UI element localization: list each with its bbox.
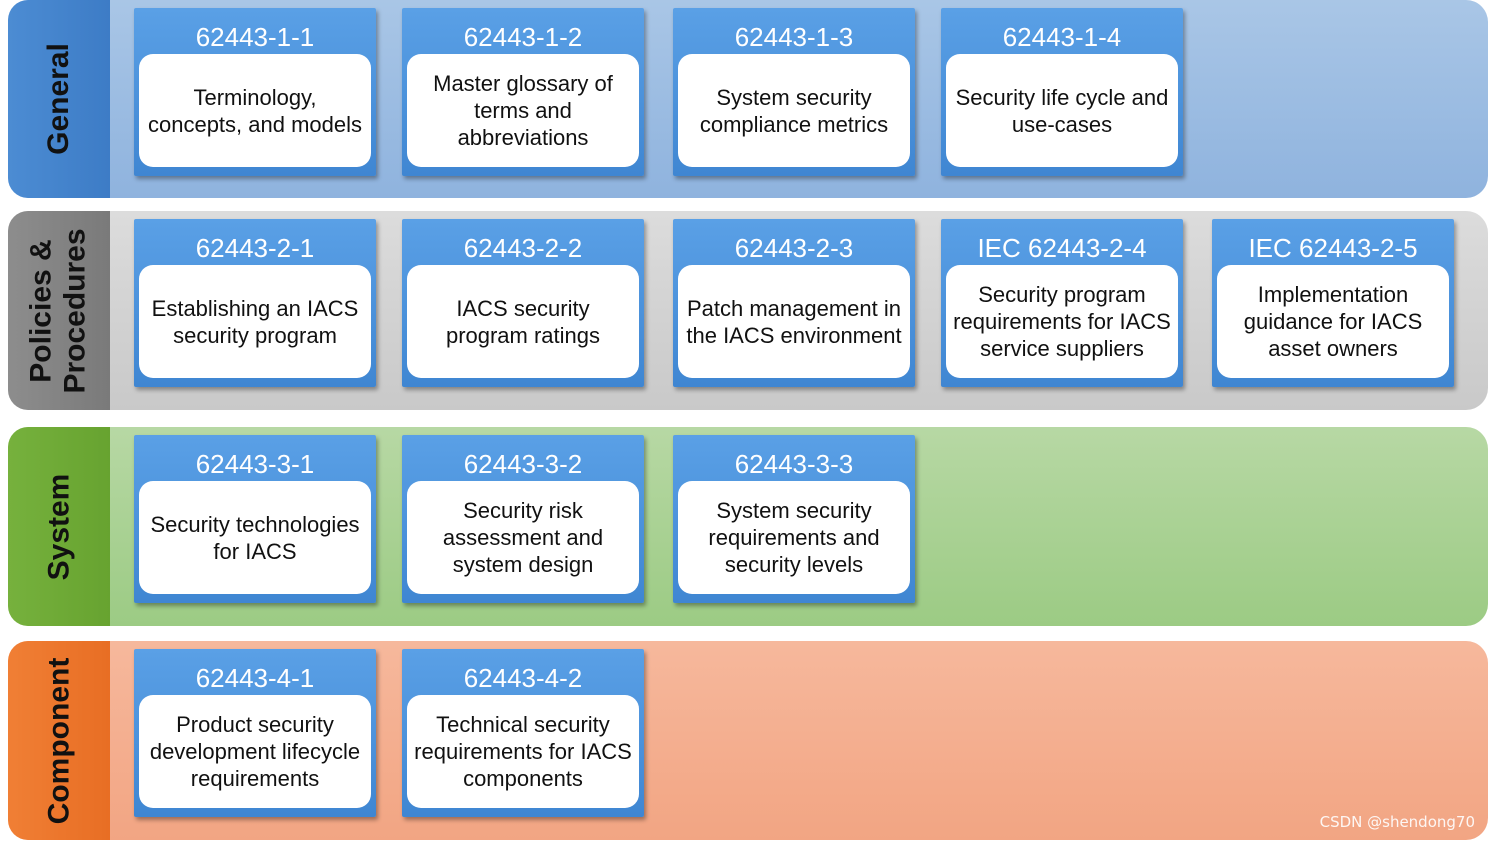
card-62443-4-1: 62443-4-1 Product security development l… — [134, 649, 376, 817]
card-title: IEC 62443-2-4 — [977, 233, 1147, 263]
card-title: 62443-3-1 — [195, 449, 315, 479]
card-description: IACS security program ratings — [407, 265, 639, 378]
card-description: Security life cycle and use-cases — [946, 54, 1178, 167]
card-title: 62443-3-3 — [734, 449, 854, 479]
card-62443-2-2: 62443-2-2 IACS security program ratings — [402, 219, 644, 387]
card-title: 62443-1-1 — [195, 22, 315, 52]
card-description: Terminology, concepts, and models — [139, 54, 371, 167]
card-62443-1-1: 62443-1-1 Terminology, concepts, and mod… — [134, 8, 376, 176]
row-label-line-2: Procedures — [59, 227, 93, 394]
row-label-system: System — [42, 473, 76, 580]
card-title: 62443-2-1 — [195, 233, 315, 263]
row-label-component: Component — [42, 657, 76, 824]
row-system: System 62443-3-1 Security technologies f… — [8, 427, 1488, 626]
card-62443-4-2: 62443-4-2 Technical security requirement… — [402, 649, 644, 817]
card-title: 62443-4-1 — [195, 663, 315, 693]
card-description: System security requirements and securit… — [678, 481, 910, 594]
tab-policies-procedures: Policies & Procedures — [8, 211, 110, 410]
card-description: Patch management in the IACS environment — [678, 265, 910, 378]
card-description: Technical security requirements for IACS… — [407, 695, 639, 808]
card-description: System security compliance metrics — [678, 54, 910, 167]
card-62443-3-1: 62443-3-1 Security technologies for IACS — [134, 435, 376, 603]
row-general: General 62443-1-1 Terminology, concepts,… — [8, 0, 1488, 198]
card-iec-62443-2-4: IEC 62443-2-4 Security program requireme… — [941, 219, 1183, 387]
card-description: Product security development lifecycle r… — [139, 695, 371, 808]
card-title: 62443-1-3 — [734, 22, 854, 52]
card-description: Implementation guidance for IACS asset o… — [1217, 265, 1449, 378]
row-label-line-1: Policies & — [25, 238, 59, 383]
card-62443-1-4: 62443-1-4 Security life cycle and use-ca… — [941, 8, 1183, 176]
row-label-policies-procedures: Policies & Procedures — [25, 228, 93, 393]
card-62443-3-3: 62443-3-3 System security requirements a… — [673, 435, 915, 603]
card-title: 62443-4-2 — [463, 663, 583, 693]
card-62443-3-2: 62443-3-2 Security risk assessment and s… — [402, 435, 644, 603]
card-62443-2-3: 62443-2-3 Patch management in the IACS e… — [673, 219, 915, 387]
row-component: Component 62443-4-1 Product security dev… — [8, 641, 1488, 840]
card-description: Security technologies for IACS — [139, 481, 371, 594]
card-iec-62443-2-5: IEC 62443-2-5 Implementation guidance fo… — [1212, 219, 1454, 387]
card-62443-1-3: 62443-1-3 System security compliance met… — [673, 8, 915, 176]
tab-system: System — [8, 427, 110, 626]
card-description: Establishing an IACS security program — [139, 265, 371, 378]
card-62443-1-2: 62443-1-2 Master glossary of terms and a… — [402, 8, 644, 176]
card-62443-2-1: 62443-2-1 Establishing an IACS security … — [134, 219, 376, 387]
row-label-general: General — [42, 43, 76, 155]
tab-component: Component — [8, 641, 110, 840]
row-policies-procedures: Policies & Procedures 62443-2-1 Establis… — [8, 211, 1488, 410]
card-title: 62443-1-2 — [463, 22, 583, 52]
card-title: 62443-1-4 — [1002, 22, 1122, 52]
card-description: Master glossary of terms and abbreviatio… — [407, 54, 639, 167]
card-title: 62443-2-3 — [734, 233, 854, 263]
tab-general: General — [8, 0, 110, 198]
card-description: Security risk assessment and system desi… — [407, 481, 639, 594]
card-description: Security program requirements for IACS s… — [946, 265, 1178, 378]
watermark: CSDN @shendong70 — [1319, 813, 1475, 831]
card-title: 62443-3-2 — [463, 449, 583, 479]
card-title: IEC 62443-2-5 — [1248, 233, 1418, 263]
card-title: 62443-2-2 — [463, 233, 583, 263]
